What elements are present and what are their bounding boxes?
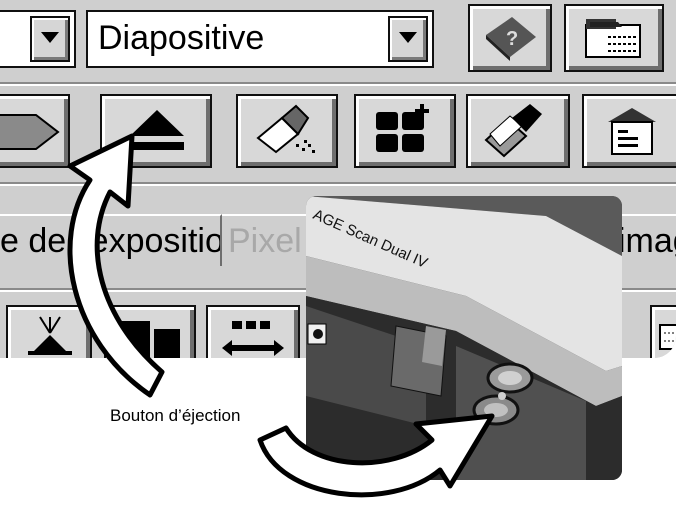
film-type-value: Diapositive [98,19,265,57]
tab-image-label: imag [618,222,676,260]
tab-exposition-label: e de l'exposition [0,222,222,260]
film-type-select[interactable]: Diapositive [86,10,434,68]
film-type-dropdown-button[interactable] [388,16,428,62]
thumbnails-icon [222,321,284,356]
tab-exposition[interactable]: e de l'exposition [0,214,222,266]
advance-button[interactable] [0,94,70,168]
brush-icon [484,104,542,158]
grid-icon [659,324,676,350]
clear-button[interactable] [236,94,338,168]
tool-button-3[interactable] [206,305,300,358]
focus-icon [28,316,72,355]
caption-eject-button: Bouton d’éjection [110,406,241,425]
tool-button-1[interactable] [6,305,92,358]
svg-text:?: ? [506,28,518,50]
arrow-to-eject-icon [67,133,165,398]
tab-pixel-label: Pixel [228,222,302,260]
eraser-brush-icon [256,104,315,154]
toolbar-divider [0,82,676,84]
help-button[interactable]: ? [468,4,552,72]
preferences-icon [585,19,641,58]
partial-combo[interactable] [0,10,76,68]
index-button[interactable] [354,94,456,168]
eject-icon [130,110,184,150]
advance-arrow-icon [0,114,60,150]
index-grid-icon [376,104,429,152]
chevron-down-icon [399,32,417,43]
scan-clear-button[interactable] [466,94,570,168]
save-button[interactable] [582,94,676,168]
software-window-crop: Diapositive ? [0,0,676,358]
partial-combo-dropdown-button[interactable] [30,16,70,62]
chevron-down-icon [41,32,59,43]
help-book-icon: ? [486,17,536,61]
tab-image[interactable]: imag [612,214,676,266]
preferences-button[interactable] [564,4,664,72]
tabs-divider [0,182,676,184]
save-file-icon [608,108,656,155]
arrow-to-scanner-button-icon [257,413,495,498]
tool-button-4[interactable] [650,305,676,358]
